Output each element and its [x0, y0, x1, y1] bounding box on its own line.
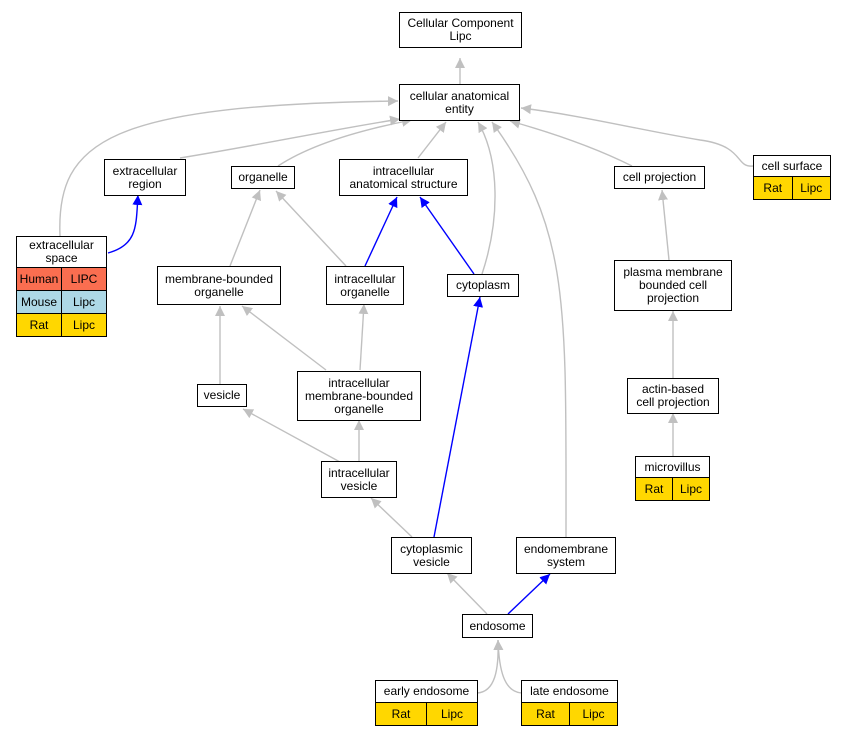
species-cell: Rat [754, 177, 792, 199]
node-early-endosome[interactable]: early endosome Rat Lipc [375, 680, 478, 726]
species-cell: Mouse [17, 291, 61, 313]
node-label: organelle [238, 170, 288, 184]
node-cytoplasmic-vesicle[interactable]: cytoplasmic vesicle [391, 537, 472, 574]
node-extracellular-space[interactable]: extracellular space Human LIPC Mouse Lip… [16, 236, 107, 337]
node-cellular-component-root[interactable]: Cellular Component Lipc [399, 12, 522, 48]
edge-imbo-to-io [358, 303, 369, 371]
node-label: intracellular anatomical structure [349, 163, 458, 191]
edge-cv-to-cytoplasm [433, 296, 484, 538]
gene-cell: Lipc [61, 291, 106, 313]
node-intracellular-membrane-bounded-organelle[interactable]: intracellular membrane-bounded organelle [297, 371, 421, 421]
node-label: cytoplasmic vesicle [400, 541, 463, 569]
edge-projection-to-anatomical [509, 118, 633, 167]
gene-cell: Lipc [672, 478, 709, 500]
node-label: extracellular space [29, 238, 94, 265]
node-label: endomembrane system [523, 541, 609, 569]
annotation-row-rat: Rat Lipc [522, 702, 617, 725]
node-cellular-anatomical-entity[interactable]: cellular anatomical entity [399, 84, 520, 121]
edge-structure-to-anatomical [417, 121, 447, 159]
edge-endosome-to-cv [446, 572, 488, 615]
node-label: vesicle [203, 388, 241, 402]
gene-cell: Lipc [569, 703, 617, 725]
edge-cytoplasm-to-anatomical [477, 121, 496, 275]
edge-endomembrane-to-anatomical [491, 121, 567, 538]
node-label: endosome [469, 618, 526, 633]
gene-cell: Lipc [426, 703, 477, 725]
node-endosome[interactable]: endosome [462, 614, 533, 638]
node-label: plasma membrane bounded cell projection [623, 265, 723, 305]
node-label: intracellular vesicle [328, 465, 390, 493]
node-label: extracellular region [112, 163, 178, 191]
node-label: intracellular membrane-bounded organelle [304, 375, 414, 416]
node-plasma-membrane-bounded-cell-projection[interactable]: plasma membrane bounded cell projection [614, 260, 732, 311]
node-label: actin-based cell projection [636, 382, 710, 409]
edge-mbo-to-organelle [229, 189, 261, 267]
species-cell: Rat [376, 703, 426, 725]
edge-cytoplasm-to-structure [419, 196, 475, 275]
node-label: cell projection [622, 170, 697, 184]
edge-pmp-to-projection [658, 189, 670, 261]
node-label: microvillus [644, 459, 701, 474]
node-intracellular-vesicle[interactable]: intracellular vesicle [321, 461, 397, 498]
node-label: cellular anatomical entity [409, 88, 510, 116]
edge-cv-to-iv [370, 497, 413, 538]
annotation-row-mouse: Mouse Lipc [17, 290, 106, 313]
node-vesicle[interactable]: vesicle [197, 384, 247, 407]
edge-endosome-to-endomembrane [507, 573, 551, 615]
edge-space-to-anatomical [59, 96, 399, 237]
node-label: cell surface [761, 158, 823, 173]
gene-cell: LIPC [61, 268, 106, 290]
edge-surface-to-anatomical [520, 104, 754, 167]
node-actin-based-cell-projection[interactable]: actin-based cell projection [627, 378, 719, 414]
annotation-row-rat: Rat Lipc [17, 313, 106, 336]
species-cell: Rat [17, 314, 61, 336]
node-label: intracellular organelle [334, 271, 396, 299]
edge-region-to-anatomical [179, 115, 401, 159]
node-endomembrane-system[interactable]: endomembrane system [516, 537, 616, 574]
node-extracellular-region[interactable]: extracellular region [104, 159, 186, 196]
node-intracellular-anatomical-structure[interactable]: intracellular anatomical structure [339, 159, 468, 196]
node-organelle[interactable]: organelle [231, 166, 295, 189]
node-label: cytoplasm [455, 278, 511, 292]
species-cell: Rat [636, 478, 672, 500]
gene-cell: Lipc [791, 177, 830, 199]
gene-cell: Lipc [61, 314, 106, 336]
edge-space-to-region [107, 194, 143, 254]
annotation-row-rat: Rat Lipc [636, 477, 709, 500]
edge-io-to-organelle [275, 190, 347, 267]
node-cell-surface[interactable]: cell surface Rat Lipc [753, 155, 831, 200]
node-label: early endosome [383, 684, 470, 698]
edge-late-to-endosome [493, 639, 523, 694]
node-membrane-bounded-organelle[interactable]: membrane-bounded organelle [157, 266, 281, 305]
edge-io-to-structure [364, 196, 398, 267]
edge-iv-to-vesicle [242, 408, 341, 463]
annotation-row-rat: Rat Lipc [754, 176, 830, 199]
node-cell-projection[interactable]: cell projection [614, 166, 705, 189]
annotation-row-human: Human LIPC [17, 267, 106, 290]
node-label: late endosome [530, 684, 609, 698]
node-label: Cellular Component Lipc [407, 16, 514, 43]
node-label: membrane-bounded organelle [164, 271, 274, 299]
species-cell: Human [17, 268, 61, 290]
annotation-row-rat: Rat Lipc [376, 702, 477, 725]
edge-imbo-to-mbo [241, 305, 327, 371]
edge-organelle-to-anatomical [277, 116, 413, 167]
node-late-endosome[interactable]: late endosome Rat Lipc [521, 680, 618, 726]
edge-early-to-endosome [476, 639, 504, 694]
node-intracellular-organelle[interactable]: intracellular organelle [326, 266, 404, 305]
node-cytoplasm[interactable]: cytoplasm [447, 274, 519, 297]
node-microvillus[interactable]: microvillus Rat Lipc [635, 456, 710, 501]
species-cell: Rat [522, 703, 569, 725]
